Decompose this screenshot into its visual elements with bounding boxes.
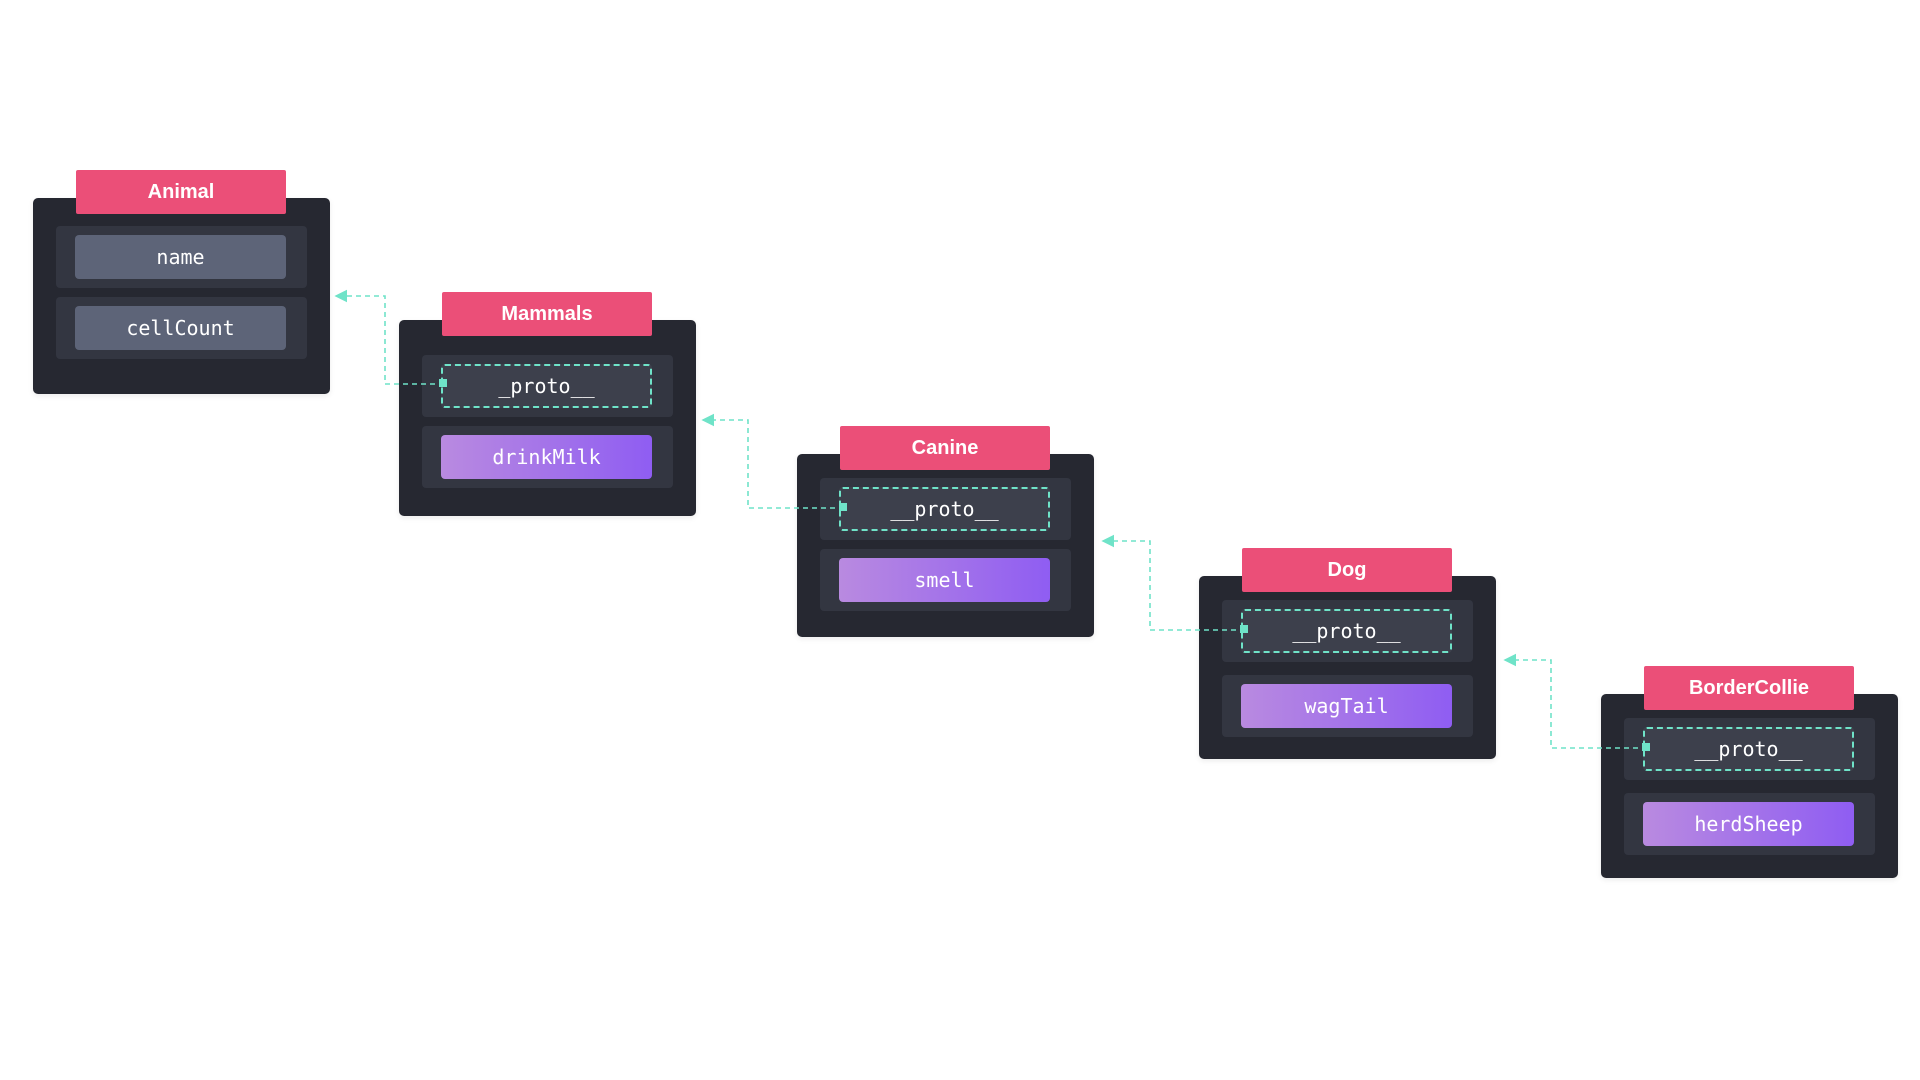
card-bordercollie: BorderCollie __proto__ herdSheep bbox=[1601, 666, 1898, 878]
card-dog: Dog __proto__ wagTail bbox=[1199, 548, 1496, 759]
prop-row: herdSheep bbox=[1624, 793, 1875, 855]
prop-row: __proto__ bbox=[820, 478, 1071, 540]
prop-row: wagTail bbox=[1222, 675, 1473, 737]
proto-link-field: __proto__ bbox=[1241, 609, 1452, 653]
method-herdsheep: herdSheep bbox=[1643, 802, 1854, 846]
card-animal: Animal name cellCount bbox=[33, 170, 330, 394]
method-drinkmilk: drinkMilk bbox=[441, 435, 652, 479]
card-title-dog: Dog bbox=[1242, 548, 1452, 592]
method-wagtail: wagTail bbox=[1241, 684, 1452, 728]
proto-link-field: __proto__ bbox=[1643, 727, 1854, 771]
prop-row: __proto__ bbox=[1222, 600, 1473, 662]
prop-row: name bbox=[56, 226, 307, 288]
card-title-animal: Animal bbox=[76, 170, 286, 214]
card-canine: Canine __proto__ smell bbox=[797, 426, 1094, 637]
prop-row: smell bbox=[820, 549, 1071, 611]
prop-row: cellCount bbox=[56, 297, 307, 359]
prop-row: drinkMilk bbox=[422, 426, 673, 488]
card-title-bordercollie: BorderCollie bbox=[1644, 666, 1854, 710]
card-title-mammals: Mammals bbox=[442, 292, 652, 336]
prop-row: __proto__ bbox=[1624, 718, 1875, 780]
prop-name: name bbox=[75, 235, 286, 279]
card-mammals: Mammals _proto__ drinkMilk bbox=[399, 292, 696, 516]
prop-row: _proto__ bbox=[422, 355, 673, 417]
proto-link-field: __proto__ bbox=[839, 487, 1050, 531]
prop-cellcount: cellCount bbox=[75, 306, 286, 350]
proto-link-field: _proto__ bbox=[441, 364, 652, 408]
method-smell: smell bbox=[839, 558, 1050, 602]
card-title-canine: Canine bbox=[840, 426, 1050, 470]
